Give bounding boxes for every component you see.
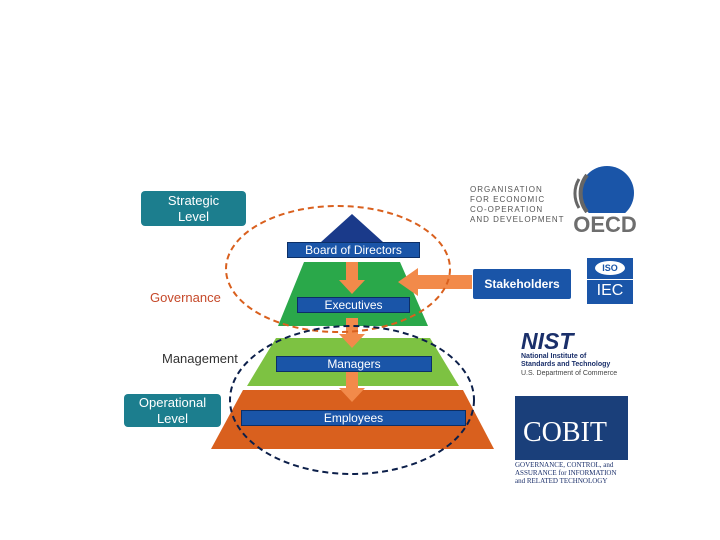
management-ellipse xyxy=(229,325,475,475)
strategic-level-box: Strategic Level xyxy=(141,191,246,226)
oecd-acronym: OECD xyxy=(573,212,637,237)
executives-label: Executives xyxy=(297,297,410,313)
strategic-level-label: Strategic Level xyxy=(167,192,220,224)
nist-logo: NIST xyxy=(521,328,574,354)
board-of-directors-label: Board of Directors xyxy=(287,242,420,258)
employees-label: Employees xyxy=(241,410,466,426)
arrow-executives-to-managers xyxy=(339,318,365,348)
iso-label: ISO xyxy=(595,261,625,275)
cobit-label: COBIT xyxy=(523,417,607,448)
nist-department: U.S. Department of Commerce xyxy=(521,370,618,377)
governance-label: Governance xyxy=(150,290,221,305)
management-label: Management xyxy=(162,351,238,366)
pyramid-tier-board xyxy=(321,214,383,242)
operational-level-box: Operational Level xyxy=(124,394,221,427)
oecd-name-text: ORGANISATION FOR ECONOMIC CO-OPERATION A… xyxy=(470,185,565,224)
arrow-board-to-executives xyxy=(339,262,365,294)
stakeholders-box: Stakeholders xyxy=(473,269,571,299)
nist-subtitle: National Institute of Standards and Tech… xyxy=(521,353,611,368)
iso-iec-logo: ISO IEC xyxy=(587,258,633,304)
managers-label: Managers xyxy=(276,356,432,372)
cobit-subtitle: GOVERNANCE, CONTROL, and ASSURANCE for I… xyxy=(515,461,617,485)
stakeholders-label: Stakeholders xyxy=(484,277,560,291)
operational-level-label: Operational Level xyxy=(138,394,207,426)
cobit-logo: COBIT xyxy=(515,396,628,460)
arrow-stakeholders xyxy=(398,268,472,296)
oecd-emblem-icon xyxy=(580,166,634,220)
iec-label: IEC xyxy=(587,279,633,302)
governance-ellipse xyxy=(225,205,451,333)
arrow-managers-to-employees xyxy=(339,372,365,402)
